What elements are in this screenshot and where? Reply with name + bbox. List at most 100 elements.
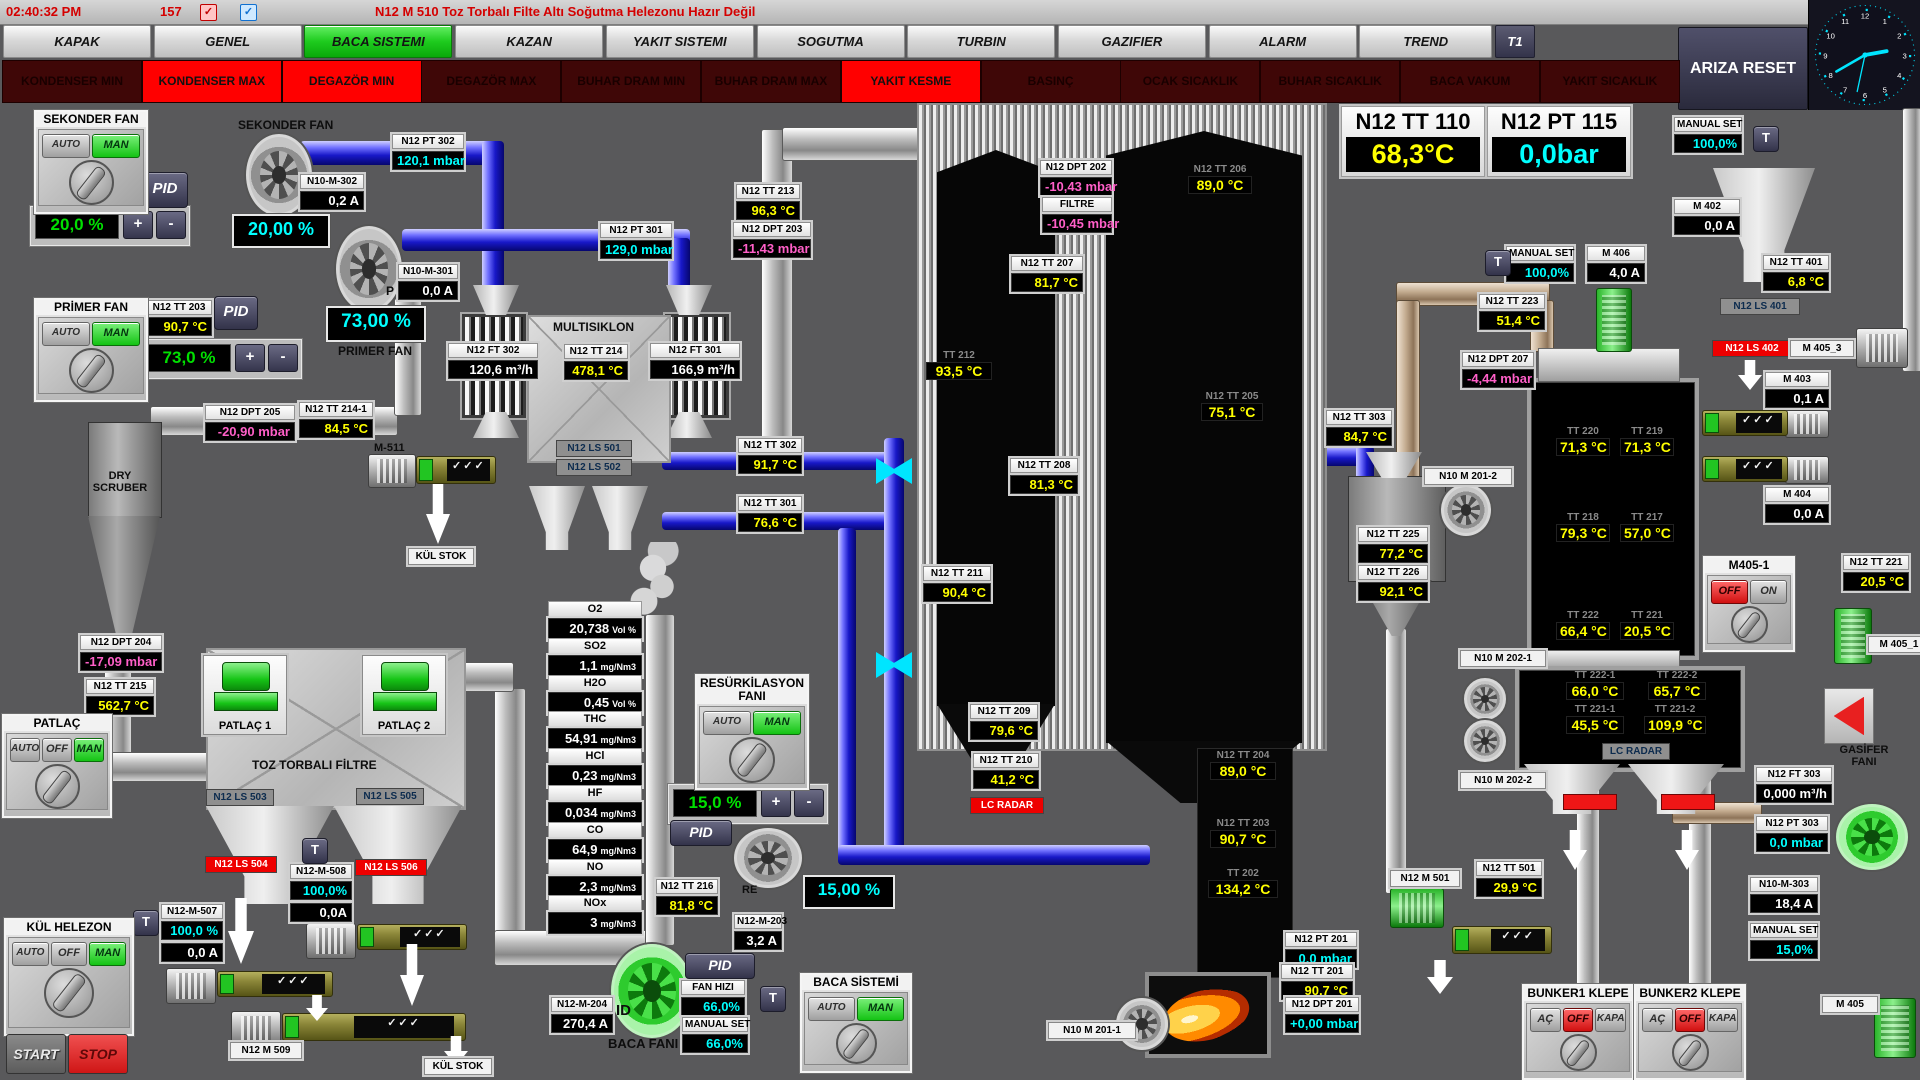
selector-knob[interactable]	[1671, 1034, 1709, 1072]
panel-button-auto[interactable]: AUTO	[42, 134, 90, 159]
status-box-n10-m-201-2: N10 M 201-2	[1424, 468, 1512, 485]
selector-knob[interactable]	[68, 348, 114, 394]
increment-button[interactable]: +	[761, 789, 791, 817]
alarm-yakit-sicaklik[interactable]: YAKIT SICAKLIK	[1539, 60, 1680, 103]
pid-button[interactable]: PID	[214, 296, 258, 330]
panel-button-kapa[interactable]: KAPA	[1595, 1008, 1626, 1033]
start-button[interactable]: START	[6, 1034, 66, 1074]
tab-baca-sistemi[interactable]: BACA SISTEMI	[304, 25, 453, 58]
panel-button-on[interactable]: ON	[1750, 580, 1787, 605]
setpoint-group: 15,0 %+-	[668, 784, 828, 824]
setpoint-input[interactable]: 15,0 %	[673, 789, 757, 817]
panel-button-man[interactable]: MAN	[92, 134, 140, 159]
setpoint-input[interactable]: 73,0 %	[147, 344, 231, 372]
tab-sogutma[interactable]: SOGUTMA	[756, 25, 905, 58]
panel-button-auto[interactable]: AUTO	[808, 997, 855, 1022]
tab-yakit-sistemi[interactable]: YAKIT SISTEMI	[605, 25, 754, 58]
panel-button-off[interactable]: OFF	[1711, 580, 1748, 605]
panel-button-off[interactable]: OFF	[1562, 1008, 1594, 1033]
selector-knob[interactable]	[1559, 1034, 1597, 1072]
tab-genel[interactable]: GENEL	[153, 25, 302, 58]
pulse-valve-patlaç-1[interactable]: PATLAÇ 1	[203, 655, 287, 735]
alarm-kondenser-max[interactable]: KONDENSER MAX	[141, 60, 282, 103]
pid-button[interactable]: PID	[142, 172, 188, 208]
tab-kazan[interactable]: KAZAN	[455, 25, 604, 58]
inner-tag-label: TT 218	[1567, 512, 1599, 523]
panel-button-kapa[interactable]: KAPA	[1707, 1008, 1738, 1033]
tab-kapak[interactable]: KAPAK	[3, 25, 151, 58]
alarm-baca-vakum[interactable]: BACA VAKUM	[1400, 60, 1540, 103]
panel-button-auto[interactable]: AUTO	[42, 322, 90, 347]
tag-value: -10,43 mbar	[1040, 177, 1117, 196]
t-button[interactable]: T	[1753, 126, 1779, 152]
panel-button-man[interactable]: MAN	[89, 942, 126, 967]
inner-tag-label: TT 220	[1567, 426, 1599, 437]
tab-t1[interactable]: T1	[1495, 25, 1535, 58]
selector-knob[interactable]	[835, 1023, 877, 1065]
alarm-ack-checkbox-red-icon[interactable]: ✓	[200, 4, 217, 21]
selector-knob[interactable]	[1730, 606, 1768, 644]
tab-turbin[interactable]: TURBIN	[907, 25, 1056, 58]
tag-label: N12 DPT 207	[1462, 352, 1534, 367]
tab-alarm[interactable]: ALARM	[1208, 25, 1357, 58]
ariza-reset-button[interactable]: ARIZA RESET	[1678, 27, 1808, 110]
alarm-kondenser-min[interactable]: KONDENSER MIN	[2, 60, 142, 103]
t-button[interactable]: T	[760, 986, 786, 1012]
panel-button-man[interactable]: MAN	[753, 711, 801, 736]
t-button[interactable]: T	[133, 910, 159, 936]
panel-button-man[interactable]: MAN	[74, 738, 104, 763]
panel-button-auto[interactable]: AUTO	[703, 711, 751, 736]
alarm-yakit-kesme[interactable]: YAKIT KESME	[840, 60, 981, 103]
alarm-buhar-dram-min[interactable]: BUHAR DRAM MIN	[561, 60, 702, 103]
selector-knob[interactable]	[34, 764, 80, 810]
tag-label: N12 TT 207	[1011, 256, 1083, 271]
selector-knob[interactable]	[68, 160, 114, 206]
selector-knob[interactable]	[44, 968, 94, 1019]
fan-icon	[336, 226, 402, 312]
pulse-valve-patlaç-2[interactable]: PATLAÇ 2	[362, 655, 446, 735]
svg-text:2: 2	[1897, 31, 1901, 40]
alarm-degazör-max[interactable]: DEGAZÖR MAX	[421, 60, 562, 103]
selector-knob[interactable]	[729, 737, 775, 784]
increment-button[interactable]: +	[123, 211, 153, 239]
panel-button-aç[interactable]: AÇ	[1530, 1008, 1561, 1033]
inner-tag-value: 20,5 °C	[1620, 622, 1674, 640]
panel-button-man[interactable]: MAN	[857, 997, 904, 1022]
tag-label: N12 FT 301	[650, 343, 740, 358]
alarm-ocak-sicaklik[interactable]: OCAK SICAKLIK	[1120, 60, 1261, 103]
alarm-buhar-dram-max[interactable]: BUHAR DRAM MAX	[701, 60, 841, 103]
increment-button[interactable]: +	[235, 344, 265, 372]
panel-button-off[interactable]: OFF	[1674, 1008, 1706, 1033]
panel-button-auto[interactable]: AUTO	[10, 738, 40, 763]
alarm-buhar-sicaklik[interactable]: BUHAR SICAKLIK	[1260, 60, 1401, 103]
panel-button-off[interactable]: OFF	[42, 738, 72, 763]
alarm-basinç[interactable]: BASINÇ	[980, 60, 1121, 103]
panel-button-auto[interactable]: AUTO	[12, 942, 49, 967]
setpoint-input[interactable]: 20,0 %	[35, 211, 119, 239]
alarm-degazör-min[interactable]: DEGAZÖR MIN	[281, 60, 422, 103]
panel-button-man[interactable]: MAN	[92, 322, 140, 347]
tag-label: FAN HIZI	[681, 980, 745, 995]
tag-value: 100,0%	[1506, 263, 1574, 282]
panel-button-aç[interactable]: AÇ	[1642, 1008, 1673, 1033]
stop-button[interactable]: STOP	[68, 1034, 128, 1074]
tab-gazifier[interactable]: GAZIFIER	[1057, 25, 1206, 58]
t-button[interactable]: T	[302, 838, 328, 864]
decrement-button[interactable]: -	[794, 789, 824, 817]
tag-label: MANUAL SET	[682, 1017, 750, 1032]
tab-trend[interactable]: TREND	[1359, 25, 1493, 58]
decrement-button[interactable]: -	[156, 211, 186, 239]
pid-button[interactable]: PID	[685, 953, 755, 979]
pid-button[interactable]: PID	[670, 820, 732, 846]
panel-button-off[interactable]: OFF	[50, 942, 88, 967]
alarm-ack-checkbox-blue-icon[interactable]: ✓	[240, 4, 257, 21]
decrement-button[interactable]: -	[268, 344, 298, 372]
t-button[interactable]: T	[1485, 250, 1511, 276]
